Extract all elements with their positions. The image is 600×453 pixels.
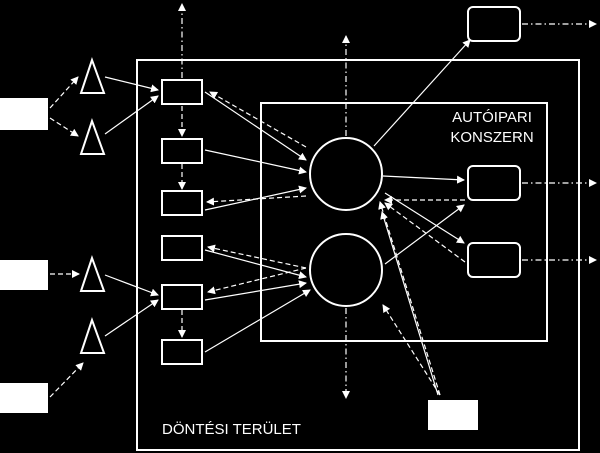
output-box-top <box>467 6 521 42</box>
konszern-label-line2: KONSZERN <box>450 129 534 146</box>
output-box-bottom <box>467 242 521 278</box>
node-box-4 <box>161 235 203 261</box>
konszern-label: AUTÓIPARI KONSZERN <box>446 108 538 148</box>
dashdot-arrows <box>178 3 597 399</box>
decision-area-label: DÖNTÉSI TERÜLET <box>162 421 301 438</box>
konszern-frame <box>260 102 548 342</box>
circle-lower <box>309 233 383 307</box>
source-box-bottom <box>0 383 48 413</box>
node-box-3 <box>161 190 203 216</box>
source-box-middle <box>0 260 48 290</box>
triangle-2 <box>79 117 106 155</box>
source-box-top <box>0 98 48 130</box>
circle-upper <box>309 137 383 211</box>
konszern-label-line1: AUTÓIPARI <box>452 109 532 126</box>
node-box-2 <box>161 138 203 164</box>
source-box-bottom-right <box>428 400 478 430</box>
node-box-6 <box>161 339 203 365</box>
dashed-arrows <box>49 76 466 398</box>
solid-arrows <box>104 39 471 396</box>
node-box-5 <box>161 284 203 310</box>
triangle-1 <box>79 56 106 94</box>
node-box-1 <box>161 79 203 105</box>
output-box-middle <box>467 165 521 201</box>
decision-area-frame <box>136 59 580 451</box>
triangle-4 <box>79 316 106 354</box>
triangle-3 <box>79 254 106 292</box>
